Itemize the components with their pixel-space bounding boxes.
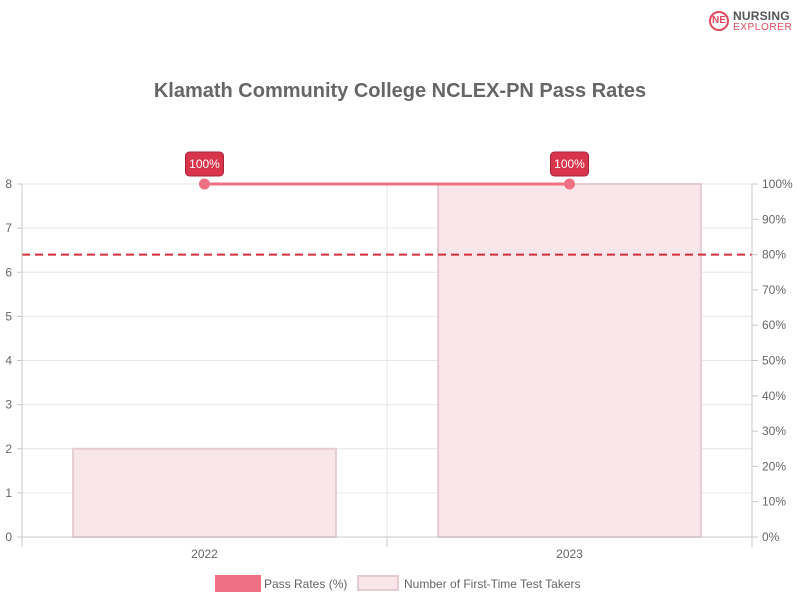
chart-title: Klamath Community College NCLEX-PN Pass … xyxy=(153,80,647,102)
pass-rate-line xyxy=(199,178,575,190)
legend-swatch-pass-rates xyxy=(215,575,261,592)
right-axis-tick-label: 30% xyxy=(762,424,786,438)
data-label-text: 100% xyxy=(189,157,220,171)
right-axis-tick-label: 60% xyxy=(762,318,786,332)
right-axis-tick-label: 20% xyxy=(762,459,786,473)
legend-label-test-takers: Number of First-Time Test Takers xyxy=(404,577,580,591)
left-axis-tick-label: 5 xyxy=(5,309,12,323)
left-axis-tick-label: 4 xyxy=(5,354,12,368)
logo-text-nursing: NURSING xyxy=(733,9,790,23)
pass-rate-point xyxy=(564,178,575,190)
x-axis-tick-label: 2022 xyxy=(191,547,218,561)
right-axis-tick-label: 0% xyxy=(762,530,780,544)
left-axis-tick-label: 7 xyxy=(5,221,12,235)
left-axis-tick-label: 1 xyxy=(5,486,12,500)
left-axis-tick-label: 0 xyxy=(5,530,12,544)
bar-first-time-test-takers xyxy=(437,183,702,538)
legend-label-pass-rates: Pass Rates (%) xyxy=(264,577,347,591)
nursing-explorer-logo: NE NURSING EXPLORER xyxy=(709,8,794,36)
legend: Pass Rates (%) Number of First-Time Test … xyxy=(215,575,580,592)
pass-rate-point xyxy=(199,178,210,190)
right-axis-tick-label: 10% xyxy=(762,495,786,509)
right-axis-tick-label: 50% xyxy=(762,354,786,368)
right-axis-tick-label: 100% xyxy=(762,177,793,191)
bars xyxy=(72,183,702,538)
bar-first-time-test-takers xyxy=(72,447,337,538)
left-axis-tick-label: 6 xyxy=(5,265,12,279)
data-label-text: 100% xyxy=(554,157,585,171)
logo-badge-icon: NE xyxy=(709,11,729,31)
data-labels: 100% 100% xyxy=(185,151,589,177)
left-axis-tick-label: 3 xyxy=(5,398,12,412)
pass-rate-data-label: 100% xyxy=(550,151,589,177)
right-axis-tick-label: 80% xyxy=(762,248,786,262)
right-axis-tick-label: 90% xyxy=(762,212,786,226)
legend-swatch-test-takers xyxy=(357,575,399,591)
left-axis-tick-label: 2 xyxy=(5,442,12,456)
data-label-box xyxy=(550,151,589,177)
right-axis-tick-label: 40% xyxy=(762,389,786,403)
pass-rate-data-label: 100% xyxy=(185,151,224,177)
x-axis-tick-label: 2023 xyxy=(556,547,583,561)
data-label-box xyxy=(185,151,224,177)
axes: 0 1 2 3 4 5 6 7 8 2022 2023 0% 10% 20% 30% 40% 50% 60% 70%… xyxy=(5,177,793,561)
left-axis-tick-label: 8 xyxy=(5,177,12,191)
logo-text-explorer: EXPLORER xyxy=(733,22,793,33)
right-axis-tick-label: 70% xyxy=(762,283,786,297)
